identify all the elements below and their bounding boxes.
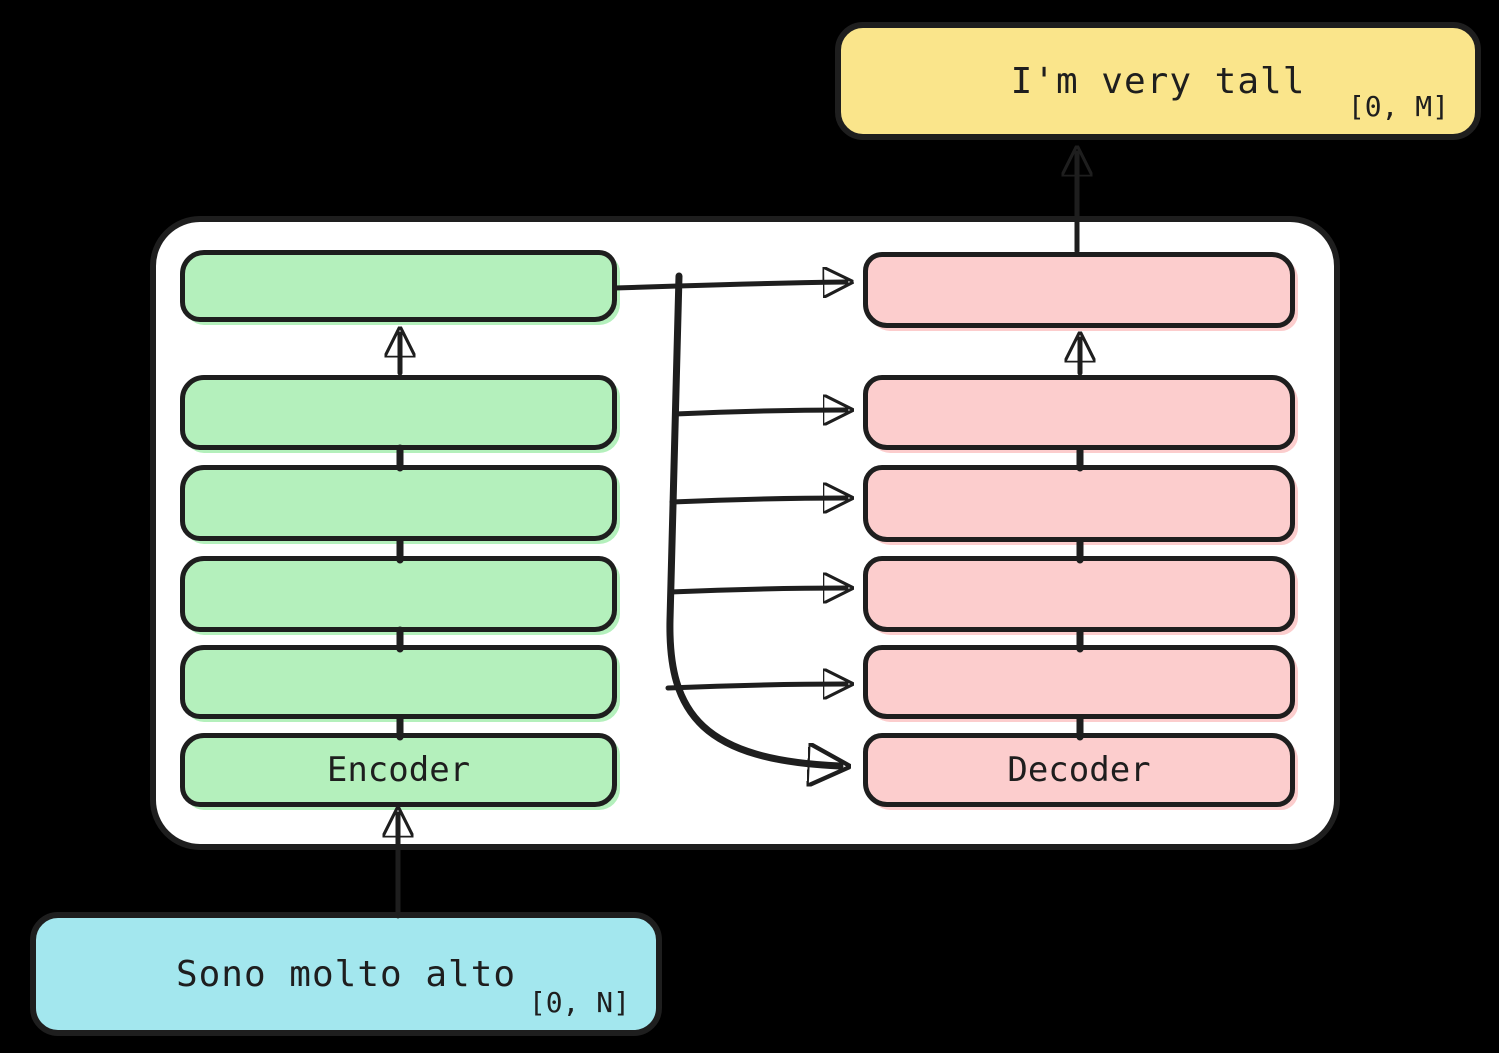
output-text-box: I'm very tall [0, M]: [835, 22, 1481, 140]
decoder-label: Decoder: [1007, 750, 1151, 790]
input-text-box: Sono molto alto [0, N]: [30, 912, 662, 1036]
input-text: Sono molto alto: [175, 953, 517, 995]
decoder-block: Decoder: [863, 733, 1295, 807]
decoder-layer-1: [863, 252, 1295, 328]
encoder-layer-5: [180, 645, 617, 719]
encoder-layer-4: [180, 556, 617, 632]
encoder-layer-1: [180, 250, 617, 322]
decoder-layer-4: [863, 556, 1295, 632]
encoder-block: Encoder: [180, 733, 617, 807]
encoder-label: Encoder: [326, 750, 471, 790]
decoder-layer-2: [863, 375, 1295, 450]
output-text: I'm very tall: [1010, 60, 1306, 102]
encoder-layer-3: [180, 465, 617, 541]
decoder-layer-3: [863, 465, 1295, 542]
output-range-label: [0, M]: [1347, 90, 1449, 123]
encoder-layer-2: [180, 375, 617, 450]
input-range-label: [0, N]: [528, 986, 630, 1019]
decoder-layer-5: [863, 645, 1295, 719]
